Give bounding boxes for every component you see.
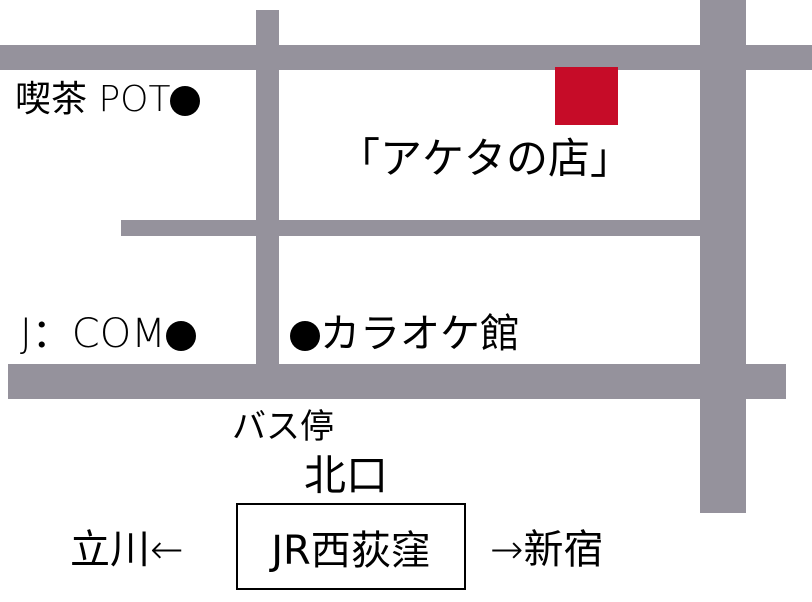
shop-marker xyxy=(555,67,618,125)
landmark-dot-icon xyxy=(165,321,196,351)
jcom-landmark: J：COM xyxy=(20,314,196,354)
cafe-pot-label: 喫茶 POT xyxy=(15,79,171,120)
direction-shinjuku: →新宿 xyxy=(490,527,604,573)
landmark-dot-icon xyxy=(290,321,320,351)
road-bottom-horizontal xyxy=(8,364,786,399)
direction-tachikawa: 立川← xyxy=(70,527,184,573)
station-box: JR西荻窪 xyxy=(236,503,466,590)
shop-label: 「アケタの店」 xyxy=(338,134,633,183)
karaoke-landmark: カラオケ館 xyxy=(290,314,520,354)
road-right-vertical xyxy=(700,0,746,513)
jcom-label: J：COM xyxy=(20,311,166,357)
road-left-vertical xyxy=(256,10,279,399)
station-label: JR西荻窪 xyxy=(271,527,431,574)
road-top-horizontal xyxy=(0,45,812,70)
road-middle-horizontal xyxy=(121,220,700,236)
bus-stop-label: バス停 xyxy=(232,407,334,447)
cafe-pot-landmark: 喫茶 POT xyxy=(15,79,201,120)
karaoke-label: カラオケ館 xyxy=(320,311,520,357)
landmark-dot-icon xyxy=(170,86,201,116)
north-exit-label: 北口 xyxy=(304,451,389,500)
